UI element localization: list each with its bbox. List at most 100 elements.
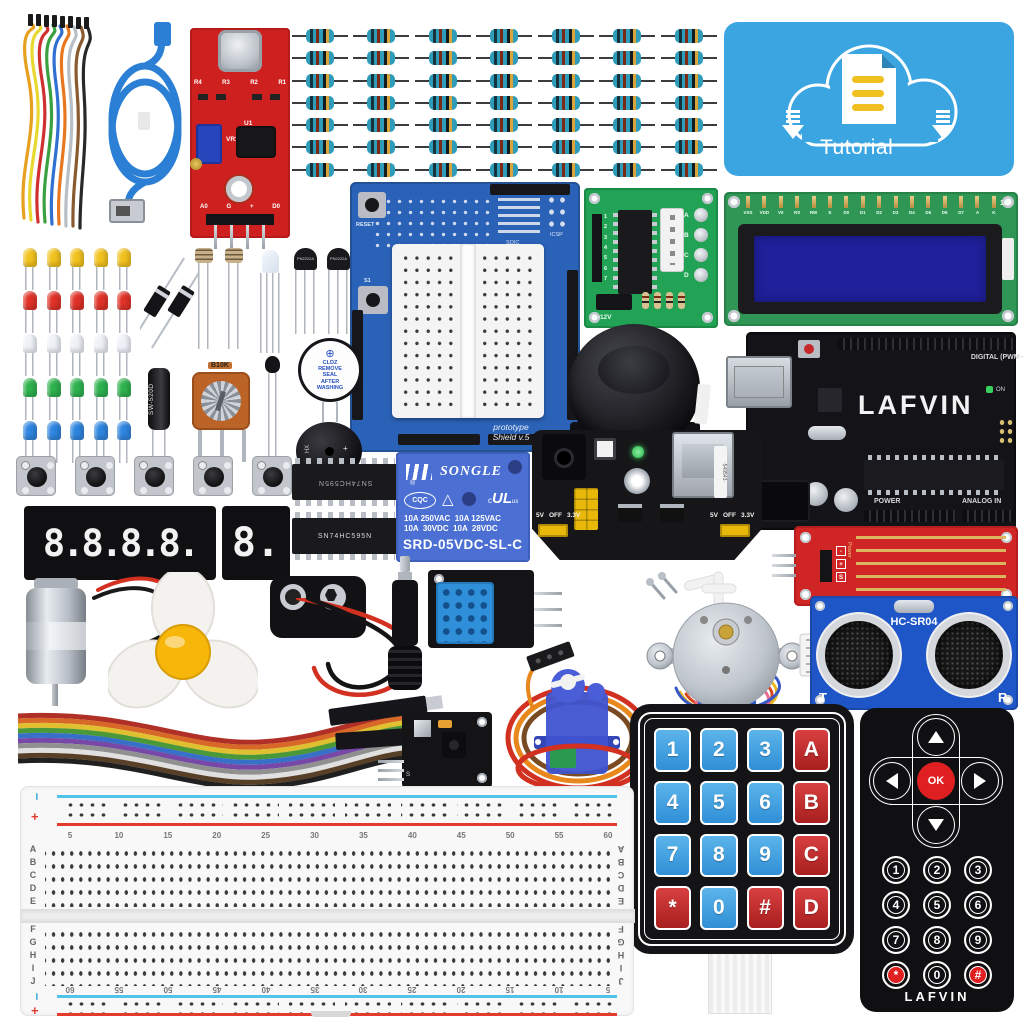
prototype-shield: RESET S1 SOIC ICSP prototype Shield v.5 xyxy=(350,182,580,452)
resistor xyxy=(537,26,594,46)
motor-connector xyxy=(660,208,684,272)
keypad-key-3: 3 xyxy=(746,728,784,772)
lcd-pin-label: D0 xyxy=(843,210,850,215)
remote-brand: LAFVIN xyxy=(904,989,970,1004)
cable-tie xyxy=(138,112,150,130)
resistor xyxy=(642,292,649,309)
atmega-chip xyxy=(864,455,1004,495)
resistor xyxy=(353,115,410,135)
led-bulb xyxy=(90,377,111,420)
lcd-pin: VDD xyxy=(760,196,769,215)
up-button xyxy=(917,718,955,756)
keypad-key-2: 2 xyxy=(700,728,738,772)
reset-button xyxy=(798,340,820,358)
breadboard-letter: C xyxy=(617,870,625,880)
songle-logo-icon xyxy=(406,464,432,480)
resistor xyxy=(599,48,656,68)
usb-interface-chip xyxy=(818,388,842,412)
ref-r4: R4 xyxy=(194,80,202,86)
t-label: T xyxy=(819,690,827,705)
jumper-wires-bundle xyxy=(21,14,92,230)
left-arrow-icon xyxy=(886,773,898,789)
thermistor xyxy=(260,356,286,462)
keypad-key-7: 7 xyxy=(654,833,692,878)
resistor xyxy=(292,93,348,113)
breadboard-number: 35 xyxy=(310,985,319,994)
breadboard-letter: E xyxy=(29,896,36,906)
breadboard-number: 15 xyxy=(505,985,515,994)
ref-r2: R2 xyxy=(250,80,258,86)
registered-mark: ® xyxy=(410,480,416,487)
tutorial-label: Tutorial xyxy=(820,136,894,159)
rgb-led xyxy=(258,250,286,358)
lcd-pin-label: RS xyxy=(794,210,801,215)
resistor xyxy=(476,71,533,91)
keypad-key-D: D xyxy=(792,886,830,930)
keypad-border-inner xyxy=(644,718,840,940)
pin-labels: A0 G + D0 xyxy=(200,204,280,210)
jumper-block xyxy=(596,294,632,310)
breadboard-letter: J xyxy=(30,976,36,986)
ic-label: SN74HC595N xyxy=(317,478,373,486)
breadboard-number: 55 xyxy=(114,985,124,994)
breadboard-number: 40 xyxy=(407,831,417,840)
pin xyxy=(378,778,404,781)
microphone xyxy=(218,30,262,72)
resistor xyxy=(476,48,533,68)
segment-display-1digit: 8. xyxy=(222,506,290,580)
pin xyxy=(378,760,404,763)
resistor xyxy=(654,292,661,309)
smd-resistor xyxy=(252,94,262,100)
transistor-body: PN2222A xyxy=(294,248,317,270)
rainbow-ribbon-cable xyxy=(17,695,450,788)
lcd-pin: D2 xyxy=(876,196,882,215)
resistor xyxy=(292,160,348,180)
potentiometer-label: B10K xyxy=(208,362,232,369)
usb-plug-top xyxy=(154,22,171,46)
mounting-hole xyxy=(589,312,600,323)
driver-pin-number: 6 xyxy=(604,265,608,272)
led-bulb xyxy=(20,377,40,420)
relay-brand: SONGLE xyxy=(440,464,503,479)
power-label: POWER xyxy=(874,498,901,505)
resistor xyxy=(353,160,410,180)
resistor xyxy=(476,93,533,113)
ir-receiver xyxy=(442,732,466,758)
voltage-label: OFF xyxy=(722,512,736,519)
breadboard-letter: F xyxy=(30,924,36,934)
analog-header xyxy=(962,510,1014,522)
cert-triangle-icon: △ xyxy=(442,491,454,508)
dc-barrel-jack xyxy=(382,556,428,696)
relay-hole xyxy=(508,460,522,474)
breadboard-number: 35 xyxy=(358,831,368,840)
segment-digits: 8.8.8.8. xyxy=(24,506,216,580)
keypad-key-0: 0 xyxy=(700,886,738,930)
driver-pin-number: 1 xyxy=(604,214,608,220)
resistor xyxy=(537,137,594,157)
backlight-tab xyxy=(1002,238,1014,280)
tutorial-card: Tutorial xyxy=(724,22,1014,176)
smd-resistor xyxy=(270,94,280,100)
driver-led-row: C xyxy=(684,248,708,262)
resistor xyxy=(476,26,533,46)
relay-module: ® SONGLE CQC △ cULus 10A 250VAC 10A 125V… xyxy=(396,452,530,562)
jack-neck xyxy=(398,572,412,580)
breadboard-number: 60 xyxy=(65,985,75,994)
lcd-pin: D1 xyxy=(860,196,866,215)
lcd-pin: D6 xyxy=(942,196,948,215)
cqc-mark: CQC xyxy=(404,492,436,509)
breadboard-letter: I xyxy=(31,963,35,973)
buzzer-sticker-line: SEAL xyxy=(322,372,338,379)
resistor xyxy=(414,160,471,180)
mounting-hole xyxy=(815,601,825,611)
resistor xyxy=(292,115,348,135)
tactile-button xyxy=(252,456,292,496)
lcd-pin: D0 xyxy=(843,196,849,215)
lcd-pin: D5 xyxy=(925,196,931,215)
soic-label: SOIC xyxy=(506,240,520,246)
breadboard-letter: F xyxy=(618,924,624,934)
joystick-cap xyxy=(598,346,670,394)
